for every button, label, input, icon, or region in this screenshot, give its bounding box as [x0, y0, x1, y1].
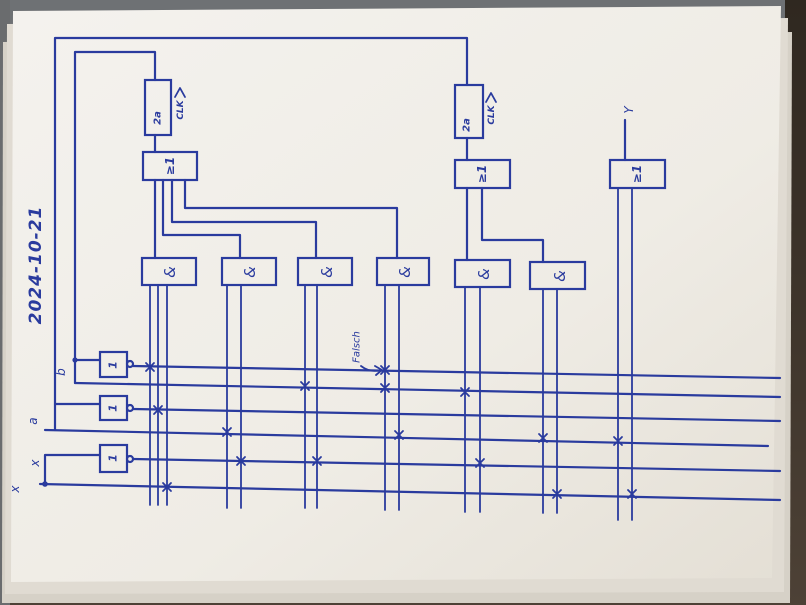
flip-flop-box	[453, 83, 485, 140]
flip-flop-label: 2a	[153, 111, 164, 125]
flip-flop-box	[143, 78, 173, 137]
junction-dot-b	[72, 357, 78, 363]
connection-cross	[300, 381, 310, 391]
input-label-b: b	[54, 368, 68, 376]
connection-cross	[236, 456, 246, 466]
wire-and6-to-or2	[480, 186, 545, 264]
connection-cross	[153, 405, 163, 415]
bus-line-b	[73, 381, 782, 399]
and-gate-label: &	[161, 266, 179, 278]
input-label-a: a	[26, 417, 40, 424]
wire-and4-to-or1	[183, 178, 399, 260]
branch-x-to-not	[43, 453, 102, 486]
input-label-x: x	[28, 459, 42, 468]
and-gate-5: &	[453, 258, 512, 513]
bus-line-a	[43, 428, 770, 448]
connection-cross	[222, 427, 232, 437]
connection-cross	[627, 489, 637, 499]
clock-triangle-icon	[485, 92, 497, 103]
not-gate-label: 1	[107, 361, 120, 369]
and-gate-6: &	[528, 260, 587, 514]
bus-line-x	[38, 482, 782, 502]
clock-triangle-icon	[174, 87, 186, 98]
paper-sheet-front	[11, 6, 781, 582]
input-label-x-edge: x	[8, 485, 22, 494]
feedback-wire-b	[73, 50, 157, 385]
or-gate-box	[141, 150, 199, 182]
or-gate-label: ≥1	[630, 165, 644, 183]
and-gate-box	[140, 256, 198, 287]
and-gate-1: &	[140, 256, 198, 506]
connection-cross	[552, 489, 562, 499]
not-gate-1: 1	[98, 350, 135, 379]
flip-flop-label: 2a	[462, 118, 473, 132]
flip-flop-2: 2a CLK	[453, 83, 497, 140]
connection-cross	[145, 362, 155, 372]
or-gate-1: ≥1	[141, 150, 199, 182]
connection-cross	[538, 433, 548, 443]
or-gate-label: ≥1	[475, 165, 489, 183]
connection-cross	[475, 458, 485, 468]
or-gate-2: ≥1	[453, 158, 512, 190]
wire-and3-to-or1	[170, 178, 318, 260]
feedback-wire-a	[53, 36, 469, 432]
connection-crosses	[145, 362, 637, 499]
and-gate-box	[453, 258, 512, 289]
and-gate-4: &	[375, 256, 431, 511]
connection-cross	[380, 365, 390, 375]
or-gate-box	[608, 158, 667, 190]
annotation-falsch: Falsch	[352, 331, 363, 363]
not-gate-label: 1	[107, 404, 120, 412]
not-gate-3: 1	[98, 443, 135, 474]
clock-label: CLK	[176, 99, 186, 119]
or-gate-box	[453, 158, 512, 190]
and-gate-label: &	[475, 268, 493, 280]
and-gate-3: &	[296, 256, 354, 509]
and-gate-label: &	[551, 270, 569, 282]
not-gate-bubble	[125, 454, 135, 464]
connection-cross	[394, 430, 404, 440]
connection-cross	[460, 387, 470, 397]
output-label-y: Y	[622, 105, 636, 114]
annotation-arrowhead-icon	[374, 365, 383, 376]
or-gate-3: ≥1	[608, 158, 667, 521]
not-gate-2: 1	[98, 394, 135, 422]
wire-and2-to-or1	[161, 178, 242, 260]
and-gate-label: &	[241, 266, 259, 278]
or-gate-label: ≥1	[163, 157, 177, 175]
annotation-arrow	[360, 365, 382, 372]
and-gate-box	[220, 256, 278, 287]
circuit-diagram: 2024-10-21 x x a b 1 1	[8, 36, 782, 521]
not-gate-label: 1	[107, 454, 120, 462]
and-gate-box	[375, 256, 431, 287]
connection-cross	[312, 456, 322, 466]
connection-cross	[162, 482, 172, 492]
and-gate-2: &	[220, 256, 278, 509]
clock-label: CLK	[487, 104, 497, 124]
connection-cross	[380, 383, 390, 393]
and-gate-label: &	[318, 266, 336, 278]
flip-flop-1: 2a CLK	[143, 78, 186, 137]
not-gate-bubble	[125, 403, 135, 413]
and-gate-box	[296, 256, 354, 287]
date-label: 2024-10-21	[26, 206, 46, 325]
and-gate-label: &	[396, 266, 414, 278]
connection-cross	[613, 436, 623, 446]
not-gate-bubble	[125, 359, 135, 369]
